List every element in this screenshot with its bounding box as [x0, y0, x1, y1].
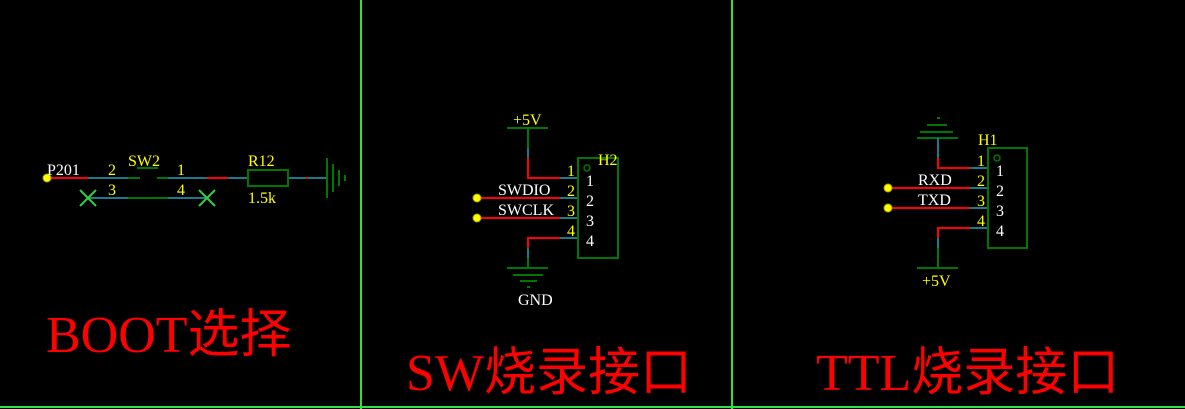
- no-connect-x-icon: [79, 189, 97, 207]
- net-port-dot[interactable]: [472, 213, 482, 223]
- pin-number: 3: [977, 193, 985, 210]
- pin-name: 2: [996, 183, 1004, 200]
- sw-wires[interactable]: [477, 128, 578, 268]
- switch-pin: 3: [108, 182, 116, 199]
- connector-body[interactable]: [577, 157, 619, 259]
- net-port-dot[interactable]: [42, 173, 52, 183]
- resistor-designator: R12: [248, 153, 275, 170]
- pin-name: 1: [996, 163, 1004, 180]
- ttl-wires[interactable]: [888, 138, 988, 268]
- resistor-value: 1.5k: [248, 190, 276, 207]
- pin-number: 2: [977, 173, 985, 190]
- ground-icon: [917, 117, 958, 139]
- connector-designator: H1: [978, 132, 998, 149]
- section-title: BOOT选择: [46, 307, 292, 364]
- net-label-txd: TXD: [918, 192, 951, 209]
- boot-wires[interactable]: [47, 177, 327, 199]
- boot-section: P201 SW2 2 1 3 4 R12 1.5k BOOT选择: [42, 153, 346, 364]
- net-port-dot[interactable]: [883, 183, 893, 193]
- pin-number: 2: [567, 183, 575, 200]
- connector-body[interactable]: [987, 147, 1028, 249]
- net-label-rxd: RXD: [918, 172, 952, 189]
- net-port-dot[interactable]: [472, 193, 482, 203]
- pin-number: 3: [567, 203, 575, 220]
- switch-pin: 2: [108, 162, 116, 179]
- power-label: +5V: [922, 273, 951, 290]
- section-title: TTL烧录接口: [816, 345, 1119, 402]
- pin-number: 4: [567, 223, 575, 240]
- switch-designator: SW2: [128, 153, 160, 170]
- connector-designator: H2: [598, 152, 618, 169]
- no-connect-x-icon: [198, 189, 216, 207]
- resistor-body[interactable]: [247, 169, 289, 187]
- ground-icon: [326, 158, 346, 198]
- switch-pin: 1: [177, 162, 185, 179]
- net-label-swdio: SWDIO: [498, 182, 550, 199]
- pin-number: 1: [567, 163, 575, 180]
- pin-name: 2: [586, 193, 594, 210]
- net-port-dot[interactable]: [883, 203, 893, 213]
- ground-icon: [507, 267, 548, 288]
- pin-name: 4: [586, 233, 594, 250]
- net-port-label: P201: [47, 162, 80, 179]
- section-title: SW烧录接口: [406, 345, 692, 402]
- pin1-marker-icon: [583, 164, 591, 172]
- power-label: +5V: [513, 112, 542, 129]
- pin-number: 4: [977, 213, 985, 230]
- pin-name: 3: [586, 213, 594, 230]
- pin1-marker-icon: [993, 154, 1001, 162]
- pin-name: 4: [996, 223, 1004, 240]
- net-label-swclk: SWCLK: [498, 202, 554, 219]
- pin-number: 1: [977, 153, 985, 170]
- ttl-section: +5V RXD TXD H1 1 2 3 4 1 2 3 4 TTL烧录接口: [816, 117, 1119, 402]
- sw-section: +5V GND SWDIO SWCLK H2: [406, 112, 692, 402]
- ground-label: GND: [518, 292, 553, 309]
- pin-name: 1: [586, 173, 594, 190]
- switch-pin: 4: [177, 182, 185, 199]
- pin-name: 3: [996, 203, 1004, 220]
